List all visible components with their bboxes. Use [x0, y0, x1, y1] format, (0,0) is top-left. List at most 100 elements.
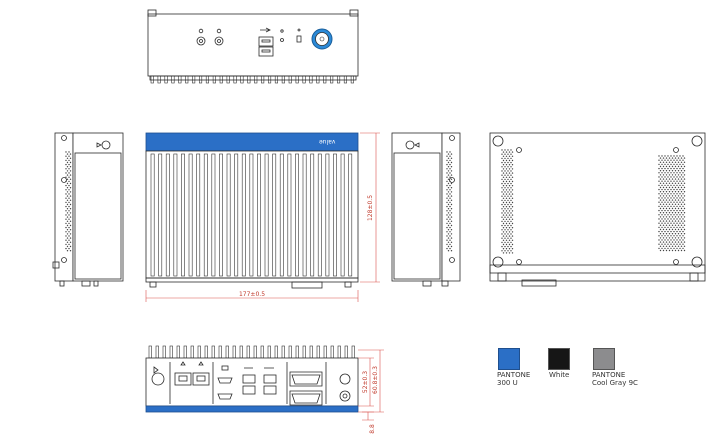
vent-hole [676, 201, 678, 203]
vent-hole [658, 188, 660, 191]
vent-hole [671, 182, 674, 184]
fin [211, 153, 216, 277]
vent-hole [673, 167, 675, 170]
vent-hole [680, 224, 683, 226]
vent-hole [65, 163, 67, 166]
vent-hole [447, 212, 450, 214]
vent-hole [661, 209, 663, 212]
vent-hole [507, 233, 509, 235]
vent-hole [682, 226, 684, 229]
vent-hole [507, 191, 509, 193]
vent-hole [66, 229, 69, 231]
vent-hole [676, 167, 678, 170]
vent-hole [447, 199, 450, 201]
vent-hole [683, 186, 686, 189]
vent-hole [450, 208, 453, 210]
vent-hole [671, 249, 674, 252]
vent-hole [501, 199, 503, 202]
vent-hole [659, 203, 662, 205]
vent-hole [664, 172, 666, 174]
vent-hole [68, 205, 70, 208]
vent-hole [447, 191, 450, 193]
vent-hole [658, 226, 660, 229]
vent-hole [673, 163, 675, 166]
vent-hole [674, 212, 677, 214]
vent-hole [659, 161, 662, 163]
vent-hole [504, 203, 506, 206]
vent-hole [674, 191, 677, 193]
vent-hole [664, 155, 666, 157]
vent-hole [65, 159, 67, 162]
fin [310, 153, 315, 277]
right-side-view [391, 132, 461, 287]
vent-hole [68, 155, 70, 157]
vent-hole [510, 233, 512, 235]
vent-hole [671, 220, 674, 222]
vent-hole [504, 170, 506, 172]
vent-hole [511, 176, 514, 178]
vent-hole [665, 228, 668, 231]
vent-hole [447, 241, 450, 243]
vent-hole [449, 205, 451, 208]
vent-hole [679, 188, 681, 191]
vent-hole [676, 193, 678, 195]
vent-hole [668, 249, 671, 252]
vent-hole [677, 165, 680, 168]
vent-hole [682, 197, 684, 199]
vent-hole [683, 224, 686, 226]
vent-hole [664, 230, 666, 233]
vent-hole [501, 191, 503, 193]
body-height-dimension: 52±0.3 [362, 371, 369, 393]
vent-hole [502, 197, 505, 199]
vent-hole [69, 182, 72, 185]
vent-hole [659, 207, 662, 210]
vent-hole [682, 193, 684, 195]
vent-hole [65, 151, 67, 153]
usb-port-icon [258, 27, 274, 57]
vent-hole [679, 209, 681, 212]
vent-hole [658, 163, 660, 166]
vent-hole [658, 214, 660, 216]
vent-hole [502, 201, 505, 204]
vent-hole [450, 166, 453, 168]
vent-hole [673, 222, 675, 224]
vent-hole [501, 250, 503, 252]
fin [343, 75, 348, 84]
vent-hole [679, 230, 681, 233]
vent-hole [670, 180, 672, 182]
vent-hole [511, 235, 514, 237]
vent-hole [511, 231, 514, 233]
vent-hole [661, 247, 663, 250]
vent-hole [670, 243, 672, 245]
vent-hole [661, 226, 663, 229]
vent-grille [658, 155, 686, 252]
vent-hole [683, 178, 686, 180]
vent-hole [511, 218, 514, 220]
vent-hole [511, 155, 514, 157]
vent-hole [674, 241, 677, 243]
vent-hole [668, 170, 671, 172]
vent-hole [665, 212, 668, 214]
vent-hole [69, 195, 72, 197]
vent-hole [446, 197, 448, 199]
fin [203, 153, 208, 277]
fin [226, 153, 231, 277]
vent-hole [683, 233, 686, 235]
fin [302, 75, 306, 84]
vent-hole [671, 191, 674, 193]
vent-hole [664, 205, 666, 208]
vent-hole [69, 170, 72, 172]
vent-hole [664, 214, 666, 216]
vent-hole [680, 186, 683, 189]
vent-hole [662, 178, 665, 180]
vent-hole [504, 182, 506, 185]
vent-hole [511, 227, 514, 229]
vent-hole [68, 239, 70, 241]
vent-hole [676, 172, 678, 174]
vent-hole [69, 237, 72, 239]
vent-hole [677, 233, 680, 235]
vent-hole [446, 218, 448, 220]
vent-hole [662, 249, 665, 252]
vent-hole [66, 170, 69, 172]
